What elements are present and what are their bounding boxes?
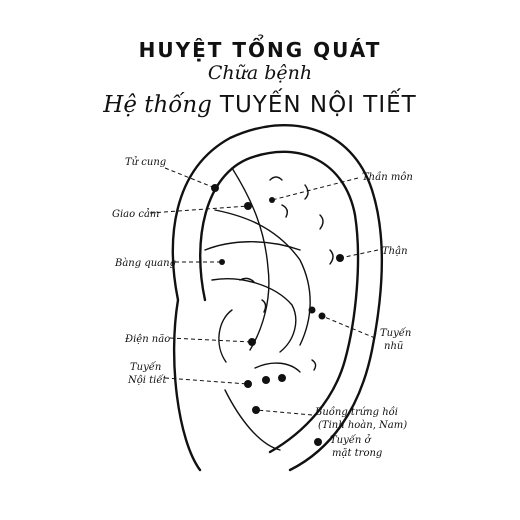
title-line-1: HUYỆT TỔNG QUÁT	[138, 38, 382, 62]
point-noi-tiet-a	[244, 380, 252, 388]
label-bang-quang: Bàng quang	[114, 258, 176, 269]
label-tuyen-noi-tiet-1: Tuyến	[130, 362, 161, 373]
antihelix	[231, 167, 270, 351]
point-dien-nao	[248, 338, 256, 346]
label-than-mon: Thần môn	[362, 171, 413, 183]
earlobe	[224, 389, 281, 451]
antihelix-crus	[214, 209, 311, 346]
point-noi-tiet-c	[278, 374, 286, 382]
antitragus	[254, 362, 301, 373]
tragus	[218, 309, 233, 363]
label-tuyen-nhu-1: Tuyến	[380, 328, 411, 339]
point-mat-trong	[314, 438, 322, 446]
title-line-3-lead: Hệ thống	[103, 92, 212, 118]
leader-tuyen-nhu	[321, 315, 376, 339]
label-tuyen-mat-2: mặt trong	[332, 448, 382, 459]
label-dien-nao: Điện não	[124, 334, 170, 345]
leader-dien-nao	[169, 337, 253, 343]
concha	[211, 278, 297, 353]
point-tu-cung	[211, 184, 219, 192]
helix-crus	[204, 241, 301, 251]
label-tuyen-mat-1: Tuyến ở	[330, 435, 372, 446]
sketch-marks	[239, 176, 334, 371]
ear-outline	[171, 124, 384, 472]
label-tuyen-noi-tiet-2: Nội tiết	[127, 375, 168, 386]
title-line-3: Hệ thống TUYẾN NỘI TIẾT	[0, 90, 520, 118]
title-line-3-main: TUYẾN NỘI TIẾT	[219, 92, 417, 118]
point-noi-tiet-b	[262, 376, 270, 384]
helix-rim	[199, 150, 360, 454]
point-tuyen-nhu-a	[308, 306, 316, 314]
label-tuyen-nhu-2: nhũ	[384, 341, 403, 352]
label-buong-trung-2: (Tinh hoàn, Nam)	[318, 420, 407, 431]
leader-buong-trung	[255, 409, 313, 416]
title-line-2: Chữa bệnh	[207, 62, 313, 84]
label-than: Thận	[382, 246, 408, 257]
leader-noi-tiet	[164, 377, 249, 385]
leader-tu-cung	[164, 167, 216, 189]
label-buong-trung-1: Buồng trứng hồi	[314, 407, 398, 418]
label-tu-cung: Tử cung	[125, 157, 166, 168]
leader-giao-cam	[149, 205, 249, 214]
label-giao-cam: Giao cảm	[112, 209, 159, 220]
leader-than-mon	[271, 177, 359, 201]
point-than-mon	[269, 197, 275, 203]
point-bang-quang	[219, 259, 225, 265]
